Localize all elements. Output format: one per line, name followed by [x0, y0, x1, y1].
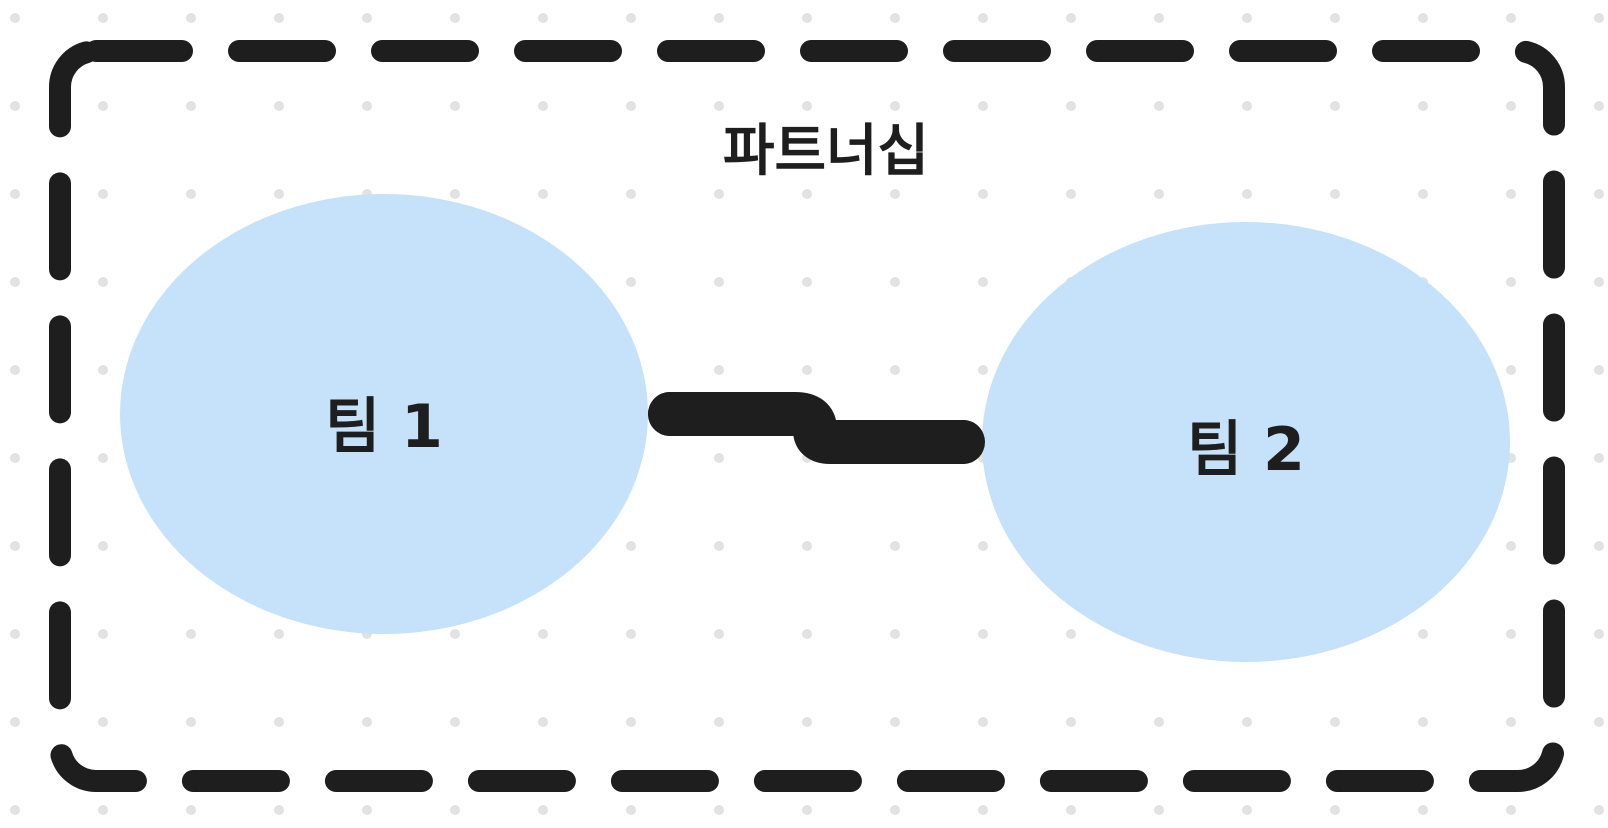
connector-line[interactable]	[648, 392, 985, 464]
node-team-2[interactable]: 팀 2	[982, 222, 1510, 662]
connector-start-cap	[648, 392, 692, 436]
group-title: 파트너십	[723, 119, 929, 184]
node-team-2-shape	[982, 222, 1510, 662]
node-team-1-shape	[120, 194, 648, 634]
connector-end-cap	[941, 420, 985, 464]
node-team-1-label: 팀 1	[325, 392, 443, 462]
partnership-group-frame[interactable]	[49, 40, 1565, 792]
node-team-1[interactable]: 팀 1	[120, 194, 648, 634]
node-team-2-label: 팀 2	[1187, 415, 1305, 485]
